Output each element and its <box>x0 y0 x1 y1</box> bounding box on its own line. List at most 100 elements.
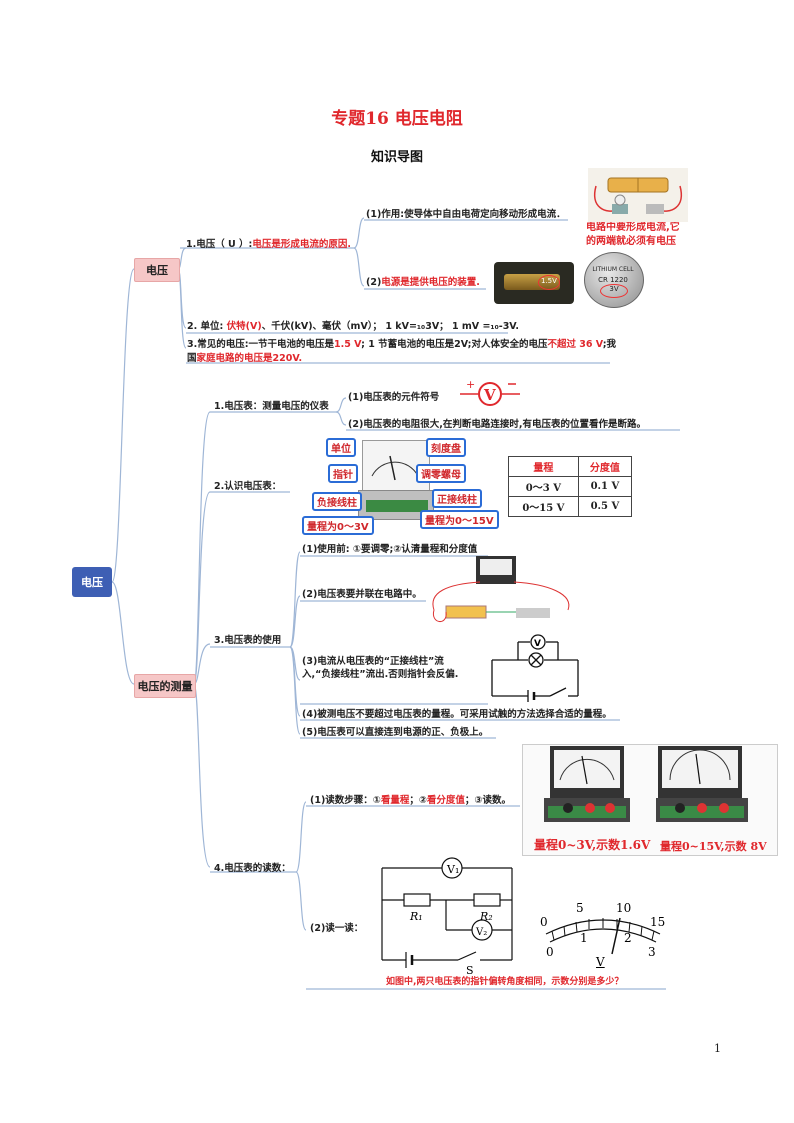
usage-before: (1)使用前: ①要调零;②认清量程和分度值 <box>302 544 478 555</box>
usage-terminals: (3)电流从电压表的“正接线柱”流 入,“负接线柱”流出.否则指针会反偏. <box>302 655 458 681</box>
dial-top-5: 5 <box>576 901 584 915</box>
reading-steps-division: 看分度值 <box>426 795 465 806</box>
voltage-units-prefix: 2. 单位: <box>187 321 227 332</box>
cell-div-3: 0.1 V <box>577 476 633 497</box>
common-voltages: 3.常见的电压:一节干电池的电压是1.5 V; 1 节蓄电池的电压是2V;对人体… <box>187 338 616 366</box>
series-lamp-circuit: V <box>491 634 579 702</box>
cell-div-15: 0.5 V <box>577 496 633 517</box>
dial-unit: V <box>595 955 605 968</box>
cell-range-3: 0～3 V <box>508 476 579 497</box>
dial-top-10: 10 <box>616 901 631 915</box>
coin-cell-model: CR 1220 <box>598 276 628 284</box>
read-exercise: (2)读一读： <box>310 923 364 934</box>
dial-bottom-3: 3 <box>648 945 656 959</box>
voltage-definition-prefix: 1.电压（ U ）: <box>186 239 253 250</box>
common-voltages-g: 家庭电路的电压是220V. <box>196 353 303 364</box>
reading-steps: (1)读数步骤：①看量程；②看分度值；③读数。 <box>310 792 511 806</box>
reading-steps-range: 看量程 <box>380 795 410 806</box>
voltmeter-dial-scale: 0 5 10 15 0 1 2 3 V <box>540 901 665 968</box>
usage-terminals-line2: 入,“负接线柱”流出.否则指针会反偏. <box>302 669 459 680</box>
voltmeter-high-resistance: (2)电压表的电阻很大,在判断电路连接时,有电压表的位置看作是断路。 <box>348 419 647 430</box>
callout-zero-adjust: 调零螺母 <box>416 464 466 483</box>
voltage-role: (1)作用:使导体中自由电荷定向移动形成电流． <box>366 209 566 220</box>
voltage-role-note: 电路中要形成电流,它 的两端就必须有电压 <box>586 221 680 249</box>
parallel-circuit-image <box>432 556 570 622</box>
meter-photo-3v <box>544 746 630 822</box>
coin-cell-volt: 3V <box>600 284 628 298</box>
common-voltages-a: 3.常见的电压:一节干电池的电压是 <box>187 339 335 350</box>
power-source-prefix: (2) <box>366 277 382 288</box>
branch-measurement: 电压的测量 <box>134 674 196 698</box>
voltmeter-usage: 3.电压表的使用 <box>214 635 282 646</box>
header-division: 分度值 <box>577 456 633 477</box>
power-source: (2)电源是提供电压的装置. <box>366 274 480 288</box>
reading-result-3v: 量程0~3V,示数1.6V <box>534 838 651 852</box>
voltage-definition-red: 电压是形成电流的原因. <box>252 239 351 250</box>
usage-terminals-line1: (3)电流从电压表的“正接线柱”流 <box>302 656 444 667</box>
svg-text:V: V <box>534 639 541 649</box>
reading-steps-prefix: (1)读数步骤：① <box>310 795 381 806</box>
voltage-role-note-line2: 的两端就必须有电压 <box>586 236 676 247</box>
voltmeter-terminals <box>366 500 428 512</box>
reading-steps-end: ；③读数。 <box>464 795 511 806</box>
two-voltmeter-circuit: V₁ R₁ R₂ V₂ S <box>381 857 513 977</box>
callout-negative-terminal: 负接线柱 <box>312 492 362 511</box>
voltage-units-rest: 、千伏(kV)、毫伏（mV）； 1 kV=₁₀3V； 1 mV =₁₀-3V. <box>261 321 520 332</box>
voltage-units-red: 伏特(V) <box>226 321 262 332</box>
common-voltages-f: 国 <box>187 353 197 364</box>
aa-battery-image: 1.5V <box>494 262 574 304</box>
cell-range-15: 0～15 V <box>508 496 579 517</box>
usage-connect-source: (5)电压表可以直接连到电源的正、负极上。 <box>302 727 489 738</box>
coin-cell-text: LITHIUM CELL <box>592 266 634 273</box>
common-voltages-d: 不超过 36 V <box>547 339 603 350</box>
dial-bottom-0: 0 <box>546 945 554 959</box>
page-number: 1 <box>714 1042 721 1055</box>
dial-bottom-2: 2 <box>624 931 632 945</box>
callout-positive-terminal: 正接线柱 <box>432 489 482 508</box>
voltmeter-symbol-label: (1)电压表的元件符号 <box>348 392 440 403</box>
voltage-definition: 1.电压（ U ）:电压是形成电流的原因. <box>186 236 351 250</box>
common-voltages-e: ;我 <box>602 339 617 350</box>
voltage-units: 2. 单位: 伏特(V)、千伏(kV)、毫伏（mV）； 1 kV=₁₀3V； 1… <box>187 318 519 332</box>
dial-bottom-1: 1 <box>580 931 588 945</box>
svg-text:V: V <box>483 386 496 404</box>
voltmeter-reading: 4.电压表的读数： <box>214 863 291 874</box>
branch-voltage: 电压 <box>134 258 180 282</box>
callout-range-3v: 量程为0～3V <box>302 516 374 535</box>
page-subtitle: 知识导图 <box>370 150 423 165</box>
circuit-label-v1: V₁ <box>446 863 459 876</box>
dial-top-0: 0 <box>540 915 548 929</box>
root-node-voltage: 电压 <box>72 567 112 597</box>
circuit-label-v2: V₂ <box>475 927 487 938</box>
circuit-label-r1: R₁ <box>409 910 423 923</box>
circuit-label-r2: R₂ <box>479 910 493 923</box>
callout-scale: 刻度盘 <box>426 438 466 457</box>
voltage-role-note-line1: 电路中要形成电流,它 <box>586 222 680 233</box>
common-voltages-b: 1.5 V <box>334 339 362 350</box>
voltmeter-diagram: 单位 刻度盘 指针 调零螺母 负接线柱 正接线柱 量程为0～3V 量程为0～15… <box>300 436 499 536</box>
know-voltmeter: 2.认识电压表： <box>214 481 282 492</box>
voltmeter-dial <box>371 455 419 481</box>
circuit-label-switch: S <box>466 964 474 977</box>
reading-result-15v: 量程0~15V,示数 8V <box>660 840 767 853</box>
range-table-header: 量程分度值 <box>508 456 633 477</box>
callout-range-15v: 量程为0～15V <box>420 510 499 529</box>
battery-bulb-circuit-image <box>588 168 688 222</box>
meter-photo-15v <box>656 746 748 822</box>
dial-top-15: 15 <box>650 915 665 929</box>
header-range: 量程 <box>508 456 579 477</box>
usage-parallel: (2)电压表要并联在电路中。 <box>302 589 422 600</box>
coin-cell-image: LITHIUM CELL CR 1220 3V <box>578 252 650 308</box>
callout-unit: 单位 <box>326 438 356 457</box>
usage-range-limit: (4)被测电压不要超过电压表的量程。可采用试触的方法选择合适的量程。 <box>302 709 612 720</box>
reading-steps-mid: ；② <box>409 795 427 806</box>
power-source-red: 电源是提供电压的装置. <box>381 277 480 288</box>
voltmeter-symbol-icon: V + <box>460 378 520 406</box>
voltmeter-definition: 1.电压表：测量电压的仪表 <box>214 401 329 412</box>
common-voltages-c: ; 1 节蓄电池的电压是2V;对人体安全的电压 <box>361 339 548 350</box>
callout-pointer: 指针 <box>328 464 358 483</box>
